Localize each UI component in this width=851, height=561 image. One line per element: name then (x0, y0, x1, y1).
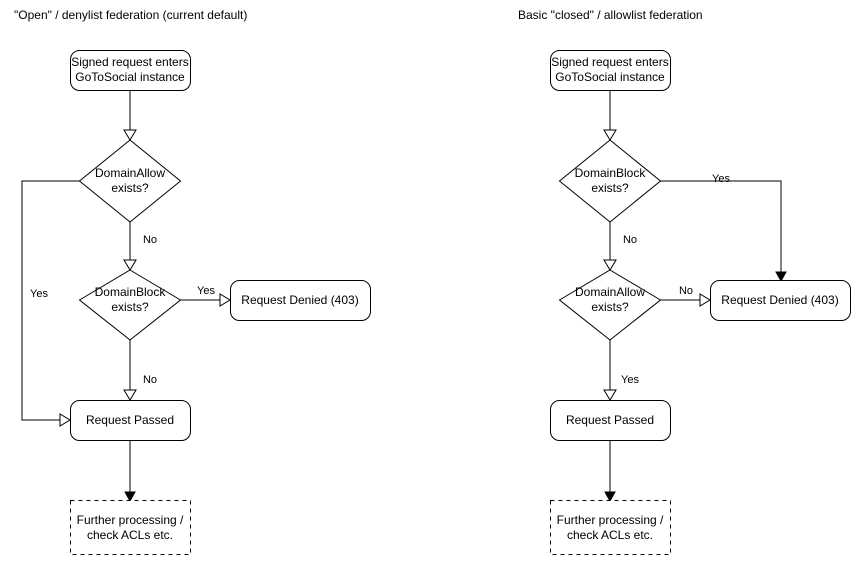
diagram-open-denylist: "Open" / denylist federation (current de… (14, 8, 371, 555)
diagram-title-open-denylist: "Open" / denylist federation (current de… (14, 8, 247, 22)
edge-label-domainallow-no-left: No (143, 234, 157, 246)
node-further-processing-left-label-line2: check ACLs etc. (87, 528, 173, 542)
arrowhead-open-icon (123, 129, 137, 141)
arrowhead-open-icon (603, 129, 617, 141)
node-entry-left[interactable]: Signed request enters GoToSocial instanc… (70, 50, 191, 91)
node-entry-right-label-line2: GoToSocial instance (555, 70, 665, 84)
node-request-denied-left[interactable]: Request Denied (403) (230, 280, 371, 321)
node-decision-domainblock-left-label-line2: exists? (111, 300, 149, 314)
node-decision-domainallow-left[interactable]: DomainAllow exists? (78, 139, 182, 223)
node-decision-domainallow-right-label-line2: exists? (591, 300, 629, 314)
node-request-denied-right[interactable]: Request Denied (403) (710, 280, 851, 321)
edge-label-domainblock-no-right: No (623, 234, 637, 246)
arrowhead-open-icon (59, 413, 71, 427)
diagram-title-closed-allowlist: Basic "closed" / allowlist federation (518, 8, 703, 22)
node-decision-domainallow-right-label-line1: DomainAllow (575, 285, 645, 299)
arrowhead-filled-icon (124, 491, 136, 503)
node-decision-domainblock-left-label-line1: DomainBlock (95, 285, 167, 299)
edge-label-domainallow-no-right: No (679, 285, 693, 297)
arrowhead-filled-icon (604, 491, 616, 503)
node-entry-left-label-line1: Signed request enters (71, 55, 188, 69)
node-further-processing-right[interactable]: Further processing / check ACLs etc. (550, 500, 671, 555)
edge-label-domainblock-yes-left: Yes (197, 285, 215, 297)
node-further-processing-right-label-line1: Further processing / (557, 513, 664, 527)
arrowhead-open-icon (123, 389, 137, 401)
node-request-passed-left-label: Request Passed (86, 413, 174, 427)
node-further-processing-left[interactable]: Further processing / check ACLs etc. (70, 500, 191, 555)
arrowhead-filled-icon (775, 271, 787, 283)
edge-domainblock-yes-left: Yes (180, 285, 231, 307)
edge-domainallow-yes-left: Yes (21, 180, 80, 427)
node-decision-domainallow-right[interactable]: DomainAllow exists? (558, 269, 662, 341)
node-decision-domainblock-right-label-line2: exists? (591, 181, 629, 195)
node-further-processing-right-label-line2: check ACLs etc. (567, 528, 653, 542)
node-request-denied-left-label: Request Denied (403) (241, 293, 358, 307)
arrowhead-open-icon (603, 389, 617, 401)
node-request-passed-right-label: Request Passed (566, 413, 654, 427)
edge-domainblock-no-right: No (603, 222, 637, 271)
node-decision-domainallow-left-label-line1: DomainAllow (95, 166, 165, 180)
edge-label-domainblock-no-left: No (143, 374, 157, 386)
node-request-denied-left-shape[interactable] (230, 280, 371, 321)
arrowhead-open-icon (699, 293, 711, 307)
node-entry-right-label-line1: Signed request enters (551, 55, 668, 69)
edge-label-domainblock-yes-right: Yes (712, 173, 730, 185)
arrowhead-open-icon (123, 259, 137, 271)
edge-label-domainallow-yes-left: Yes (30, 288, 48, 300)
node-request-passed-left[interactable]: Request Passed (70, 400, 191, 441)
node-decision-domainblock-right[interactable]: DomainBlock exists? (558, 139, 662, 223)
node-entry-left-label-line2: GoToSocial instance (75, 70, 185, 84)
arrowhead-open-icon (603, 259, 617, 271)
node-request-denied-right-label: Request Denied (403) (721, 293, 838, 307)
edge-domainblock-yes-right: Yes (660, 173, 787, 283)
node-further-processing-left-shape[interactable] (70, 500, 191, 555)
edge-entry-to-domainallow-left (123, 90, 137, 141)
node-decision-domainblock-left[interactable]: DomainBlock exists? (78, 269, 182, 341)
arrowhead-open-icon (219, 293, 231, 307)
node-decision-domainallow-left-label-line2: exists? (111, 181, 149, 195)
node-request-passed-right[interactable]: Request Passed (550, 400, 671, 441)
edge-domainblock-no-left: No (123, 340, 157, 401)
node-further-processing-right-shape[interactable] (550, 500, 671, 555)
edge-domainallow-no-left: No (123, 222, 157, 271)
edge-passed-to-further-right (604, 440, 616, 503)
node-entry-right[interactable]: Signed request enters GoToSocial instanc… (550, 50, 671, 91)
edge-domainallow-yes-right: Yes (603, 340, 639, 401)
edge-domainallow-no-right: No (660, 285, 711, 307)
diagram-closed-allowlist: Basic "closed" / allowlist federation Si… (518, 8, 851, 555)
edge-passed-to-further-left (124, 440, 136, 503)
edge-label-domainallow-yes-right: Yes (621, 374, 639, 386)
node-decision-domainblock-right-label-line1: DomainBlock (575, 166, 647, 180)
node-further-processing-left-label-line1: Further processing / (77, 513, 184, 527)
edge-entry-to-domainblock-right (603, 90, 617, 141)
